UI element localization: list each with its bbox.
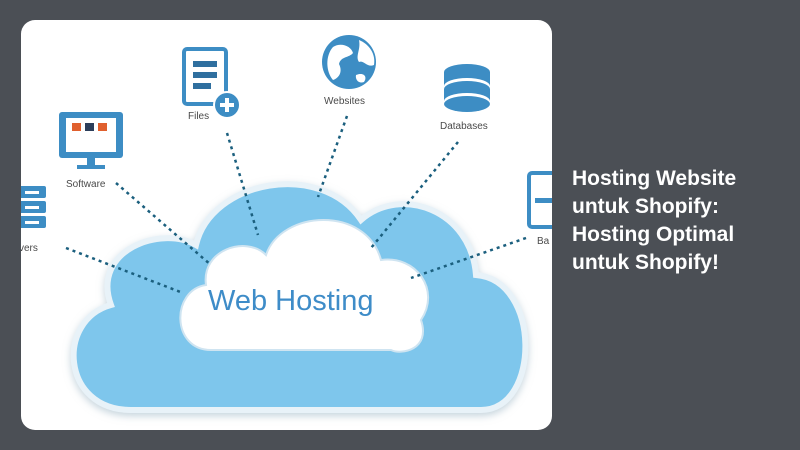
headline-line-3: Hosting Optimal	[572, 223, 735, 246]
monitor-icon	[59, 112, 123, 169]
globe-icon	[322, 35, 376, 89]
file-add-icon	[182, 47, 241, 119]
server-icon	[21, 186, 46, 228]
headline-line-1: Hosting Website	[572, 167, 737, 190]
hosting-illustration-card: Web Hosting Files Website	[21, 20, 552, 430]
web-hosting-illustration: Web Hosting Files Website	[21, 35, 552, 413]
article-headline: Hosting Website untuk Shopify: Hosting O…	[572, 165, 787, 277]
databases-label: Databases	[440, 121, 488, 132]
backup-label: Ba	[537, 236, 550, 247]
servers-label: vers	[21, 243, 38, 254]
software-label: Software	[66, 179, 106, 190]
web-hosting-label: Web Hosting	[208, 285, 374, 317]
database-icon	[444, 64, 490, 112]
files-label: Files	[188, 111, 209, 122]
websites-label: Websites	[324, 96, 365, 107]
backup-icon	[527, 171, 552, 229]
headline-line-2: untuk Shopify:	[572, 195, 719, 218]
connector-lines	[65, 115, 527, 295]
cloud-inner	[179, 219, 430, 353]
headline-line-4: untuk Shopify!	[572, 251, 719, 274]
